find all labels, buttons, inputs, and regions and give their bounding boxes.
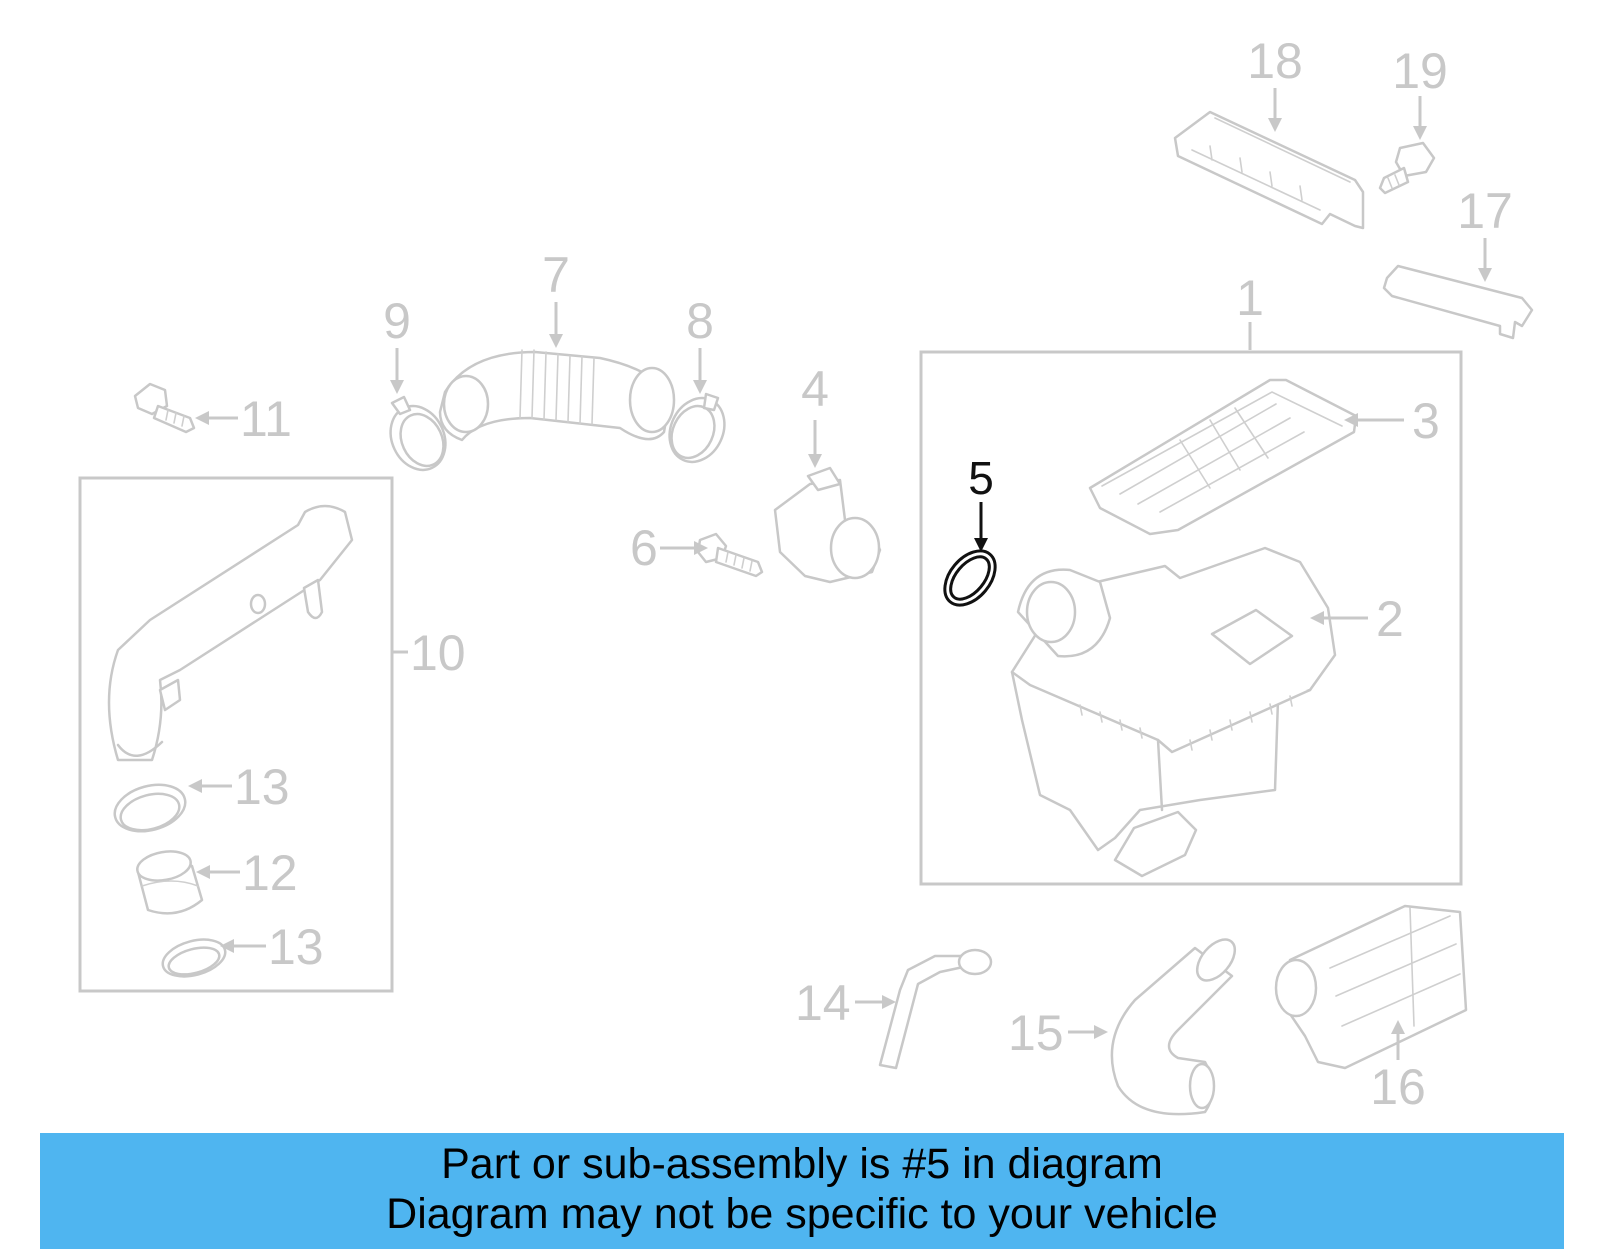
banner-part-note: Part or sub-assembly is #5 in diagram <box>441 1140 1163 1188</box>
callout-7: 7 <box>542 247 570 303</box>
callout-10: 10 <box>410 625 466 681</box>
info-banner: Part or sub-assembly is #5 in diagram Di… <box>40 1133 1564 1249</box>
part-9-clamp <box>389 395 447 472</box>
part-19-bolt <box>1378 141 1436 195</box>
callout-12: 12 <box>242 845 298 901</box>
callout-19: 19 <box>1392 43 1448 99</box>
callout-3: 3 <box>1412 393 1440 449</box>
part-10-pipe <box>107 504 354 762</box>
part-15-elbow <box>1110 938 1237 1116</box>
part-6-screw <box>696 532 764 578</box>
callout-16: 16 <box>1370 1059 1426 1115</box>
callout-15: 15 <box>1008 1005 1064 1061</box>
callout-11: 11 <box>240 391 292 447</box>
part-18-cover <box>1173 110 1365 230</box>
callout-5: 5 <box>968 452 994 504</box>
part-4-sensor <box>773 466 882 584</box>
part-14-tube <box>878 948 993 1070</box>
part-8-clamp <box>668 392 726 464</box>
part-16-duct <box>1274 904 1468 1070</box>
part-3-filter <box>1088 378 1358 536</box>
leader-lines <box>188 88 1492 1060</box>
callout-14: 14 <box>795 975 851 1031</box>
callout-18: 18 <box>1247 33 1303 89</box>
part-7-hose <box>438 349 676 442</box>
part-5-seal <box>943 549 997 607</box>
assembly-box-1 <box>919 350 1463 886</box>
callout-9: 9 <box>383 293 411 349</box>
banner-disclaimer: Diagram may not be specific to your vehi… <box>386 1190 1218 1238</box>
leader-line-5 <box>974 502 988 552</box>
callout-8: 8 <box>686 293 714 349</box>
assembly-box-10 <box>78 476 394 993</box>
callout-17: 17 <box>1457 183 1513 239</box>
callout-13-lower: 13 <box>268 919 324 975</box>
callout-13-upper: 13 <box>234 759 290 815</box>
part-17-strip <box>1382 264 1534 340</box>
callout-1: 1 <box>1236 270 1264 326</box>
part-12-coupler <box>136 850 204 915</box>
part-13-clamp-lower <box>161 938 227 978</box>
part-13-clamp-upper <box>113 783 187 833</box>
callout-6: 6 <box>630 520 658 576</box>
callout-4: 4 <box>801 361 829 417</box>
part-2-airbox <box>1010 546 1337 878</box>
part-11-bolt <box>133 382 196 434</box>
callout-2: 2 <box>1376 591 1404 647</box>
